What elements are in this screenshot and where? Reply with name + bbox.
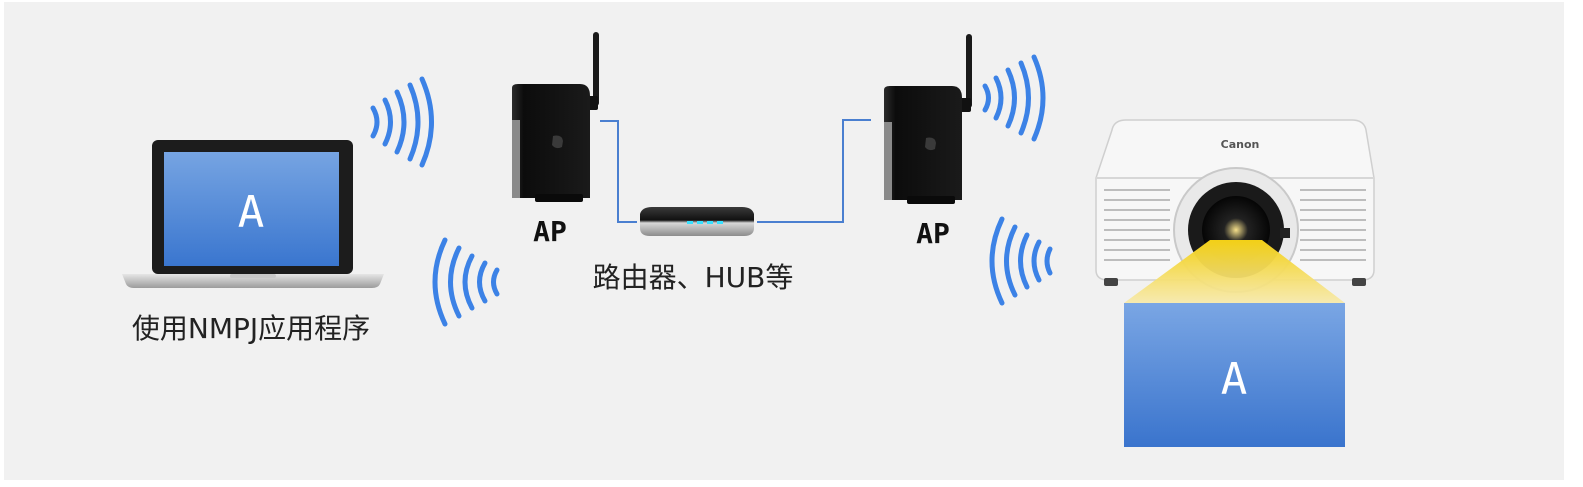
access-point-left-label: AP [533,215,567,248]
router-led-1 [687,221,693,224]
laptop-wifi-waves-upper [370,76,434,168]
router-caption: 路由器、HUB等 [593,261,794,294]
projection-beam [1124,240,1345,303]
laptop-screen-text: A [238,187,265,238]
ap-side-trim [512,120,520,198]
projector-wifi-waves [989,216,1053,306]
ap-body [884,86,962,200]
laptop: A [122,140,384,288]
projector-foot-left [1104,278,1118,286]
laptop-base [122,274,384,288]
laptop-caption: 使用NMPJ应用程序 [132,312,370,345]
wire-left-ap-to-router [600,120,637,223]
projected-screen [1124,303,1345,447]
laptop-notch [230,274,276,278]
access-point-right [884,34,972,204]
projected-screen-text: A [1221,354,1248,405]
ap-side-trim [884,122,892,200]
router-led-3 [707,221,713,224]
router-hub [640,207,754,236]
antenna [966,34,972,108]
right-ap-wifi-waves-upper [982,54,1046,142]
wire-router-to-right-ap [757,119,871,223]
lens-shift-button [1280,228,1290,238]
access-point-right-label: AP [916,217,950,250]
ap-stand [535,194,583,202]
router-led-2 [697,221,703,224]
left-ap-wifi-waves-lower [432,237,500,327]
laptop-screen [164,152,339,266]
antenna [593,32,599,106]
projector-vents [1104,189,1366,261]
router-led-4 [717,221,723,224]
ap-logo [925,137,936,151]
projector-foot-right [1352,278,1366,286]
ap-stand [907,196,955,204]
ap-logo [552,135,563,149]
projector-brand: Canon [1221,138,1260,151]
ap-body [512,84,590,198]
access-point-left [512,32,599,202]
